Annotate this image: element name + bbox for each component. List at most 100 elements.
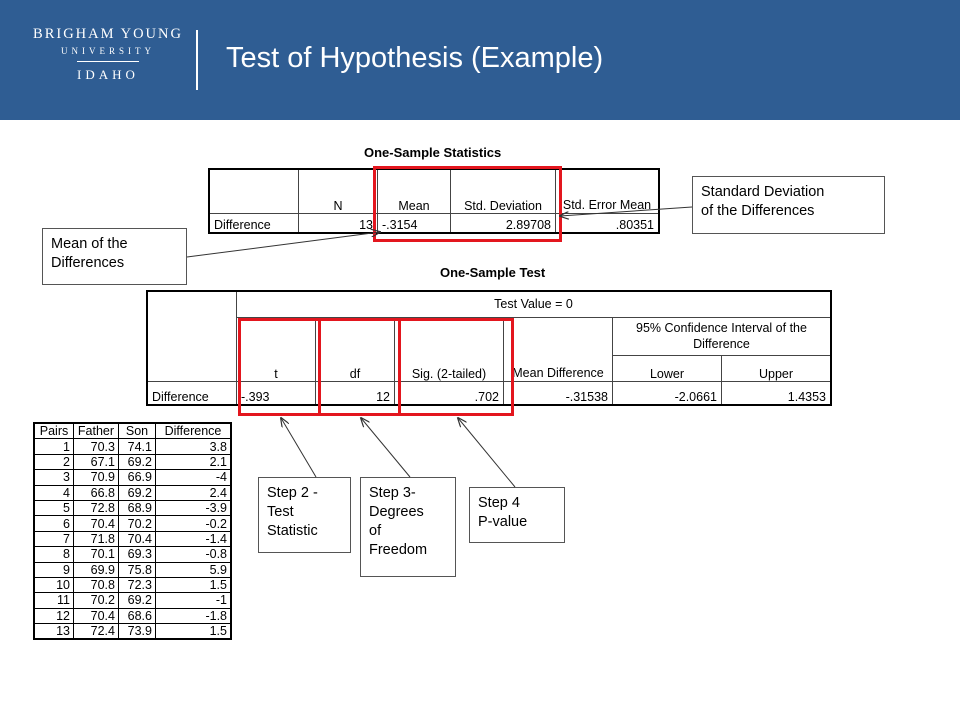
callout-step3-line1: Step 3- [369,485,416,501]
pairs-cell: 1.5 [155,576,232,594]
university-logo: BRIGHAM YOUNG UNIVERSITY IDAHO [28,24,188,84]
pairs-cell: 70.4 [73,607,119,625]
callout-std-dev: Standard Deviation of the Differences [692,176,885,234]
pairs-cell: 5 [33,499,74,517]
test-corner-cell [146,290,237,382]
highlight-t [238,318,321,416]
pairs-cell: 67.1 [73,453,119,471]
pairs-cell: 75.8 [118,561,156,578]
callout-step4-line1: Step 4 [478,495,520,511]
pairs-cell: 70.3 [73,438,119,455]
pairs-cell: 10 [33,576,74,594]
pairs-cell: 11 [33,592,74,609]
pairs-cell: 69.3 [118,546,156,563]
callout-step3-line2: Degrees [369,504,424,520]
logo-rule [77,61,139,62]
pairs-header-cell: Father [73,422,119,440]
header-band: BRIGHAM YOUNG UNIVERSITY IDAHO Test of H… [0,0,960,120]
pairs-cell: 8 [33,546,74,563]
arrow-step3 [361,418,411,478]
pairs-cell: 2.4 [155,484,232,501]
pairs-cell: -1 [155,592,232,609]
test-value-mean-diff: -.31538 [503,380,613,406]
pairs-cell: 70.4 [118,530,156,548]
test-header-lower: Lower [612,354,722,382]
pairs-cell: 1.5 [155,623,232,640]
stats-header-se: Std. Error Mean [555,168,660,214]
test-value-df: 12 [315,380,395,406]
logo-line-3: IDAHO [77,67,139,82]
highlight-mean-sd [373,166,562,242]
pairs-cell: 70.1 [73,546,119,563]
stats-table-caption: One-Sample Statistics [364,145,502,160]
pairs-cell: 70.4 [73,515,119,532]
pairs-cell: 3.8 [155,438,232,455]
callout-step3-line4: Freedom [369,542,428,558]
pairs-cell: 7 [33,530,74,548]
pairs-cell: -0.2 [155,515,232,532]
test-value-upper: 1.4353 [721,380,832,406]
test-header-mean-diff: Mean Difference [503,316,613,382]
pairs-cell: 9 [33,561,74,578]
callout-step4-line2: P-value [478,514,528,530]
pairs-cell: 70.8 [73,576,119,594]
pairs-cell: 69.9 [73,561,119,578]
pairs-cell: 4 [33,484,74,501]
pairs-cell: 12 [33,607,74,625]
callout-step2-line2: Test [267,504,294,520]
pairs-cell: 2.1 [155,453,232,471]
pairs-cell: 13 [33,623,74,640]
arrow-step2 [281,418,317,478]
test-value-header: Test Value = 0 [236,290,832,318]
stats-corner-cell [208,168,299,214]
callout-std-dev-line2: of the Differences [701,203,815,219]
pairs-cell: 5.9 [155,561,232,578]
pairs-cell: 74.1 [118,438,156,455]
callout-mean-line2: Differences [51,255,125,271]
stats-header-sd: Std. Deviation [450,168,556,214]
pairs-cell: -3.9 [155,499,232,517]
logo-line-2: UNIVERSITY [61,46,155,56]
callout-step2-line3: Statistic [267,523,318,539]
pairs-cell: 70.2 [118,515,156,532]
callout-step4: Step 4 P-value [469,487,565,543]
test-header-upper: Upper [721,354,832,382]
pairs-header-cell: Difference [155,422,232,440]
test-row-label: Difference [146,380,237,406]
pairs-cell: -1.8 [155,607,232,625]
pairs-cell: 68.9 [118,499,156,517]
pairs-cell: 69.2 [118,484,156,501]
stats-value-n: 13 [298,212,378,234]
stats-header-n: N [298,168,378,214]
pairs-cell: 6 [33,515,74,532]
pairs-cell: 70.9 [73,469,119,486]
pairs-cell: 73.9 [118,623,156,640]
pairs-cell: -0.8 [155,546,232,563]
test-header-ci: 95% Confidence Interval of the Differenc… [612,316,832,356]
highlight-df [318,318,401,416]
pairs-cell: 71.8 [73,530,119,548]
stats-value-mean: -.3154 [377,212,451,234]
pairs-cell: 72.8 [73,499,119,517]
highlight-sig [398,318,514,416]
header-divider [196,30,198,90]
pairs-cell: 72.3 [118,576,156,594]
stats-value-se: .80351 [555,212,660,234]
pairs-cell: 66.9 [118,469,156,486]
pairs-cell: -1.4 [155,530,232,548]
callout-step3: Step 3- Degrees of Freedom [360,477,456,577]
stats-value-sd: 2.89708 [450,212,556,234]
pairs-header-cell: Pairs [33,422,74,440]
pairs-cell: 1 [33,438,74,455]
